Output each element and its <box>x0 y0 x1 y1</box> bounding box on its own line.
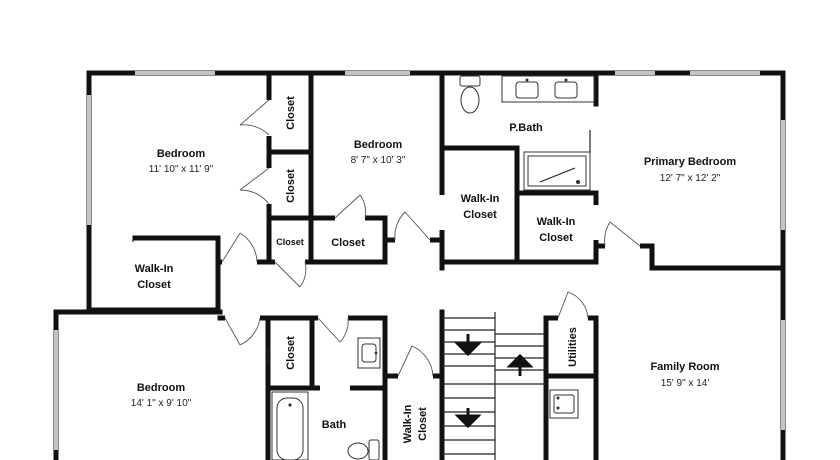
stairs <box>442 312 546 460</box>
closet-b-label: Closet <box>285 169 297 203</box>
walls <box>53 70 786 460</box>
walkin-c-label-1: Walk-In <box>461 193 500 205</box>
bathtub-icon <box>271 391 309 460</box>
walkin-w-label-2: Closet <box>137 279 171 291</box>
closet-d-label: Closet <box>331 237 365 249</box>
bedroom-n-label: Bedroom <box>354 139 403 151</box>
fixtures <box>267 75 595 460</box>
shower-icon <box>523 151 591 191</box>
arrow-down-icon <box>454 408 482 429</box>
walkin-e-label-1: Walk-In <box>537 216 576 228</box>
arrow-down-icon <box>454 334 482 357</box>
walkin-s-label-2: Closet <box>417 407 429 441</box>
family-room-dims: 15' 9" x 14' <box>661 378 710 389</box>
closet-a-label: Closet <box>285 96 297 130</box>
bedroom-sw-label: Bedroom <box>137 382 186 394</box>
primary-bedroom-label: Primary Bedroom <box>644 156 737 168</box>
family-room-label: Family Room <box>650 361 719 373</box>
pbath-label: P.Bath <box>509 122 543 134</box>
sink-icon <box>357 337 381 369</box>
closet-c-label: Closet <box>276 237 304 247</box>
walkin-w-label-1: Walk-In <box>135 263 174 275</box>
sink-icon <box>501 75 595 103</box>
toilet-icon <box>347 439 380 460</box>
toilet-icon <box>459 75 481 114</box>
walkin-c-label-2: Closet <box>463 209 497 221</box>
windows <box>54 71 785 450</box>
bedroom-n-dims: 8' 7" x 10' 3" <box>351 155 406 166</box>
walkin-s-label-1: Walk-In <box>402 404 414 443</box>
doors <box>132 99 641 391</box>
bedroom-sw-dims: 14' 1" x 9' 10" <box>131 398 192 409</box>
bedroom-nw-dims: 11' 10" x 11' 9" <box>149 164 214 175</box>
stairs-up-arrow <box>506 353 534 376</box>
utilities-label: Utilities <box>567 327 579 367</box>
sink-icon <box>549 389 579 419</box>
bedroom-nw-label: Bedroom <box>157 148 206 160</box>
closet-e-label: Closet <box>285 336 297 370</box>
bath-label: Bath <box>322 419 347 431</box>
primary-bedroom-dims: 12' 7" x 12' 2" <box>660 173 721 184</box>
stairs-down-arrow-upper <box>454 334 482 357</box>
arrow-up-icon <box>506 353 534 376</box>
stairs-down-arrow-lower <box>454 408 482 429</box>
walkin-e-label-2: Closet <box>539 232 573 244</box>
room-labels: Bedroom 11' 10" x 11' 9" Bedroom 8' 7" x… <box>131 96 737 444</box>
